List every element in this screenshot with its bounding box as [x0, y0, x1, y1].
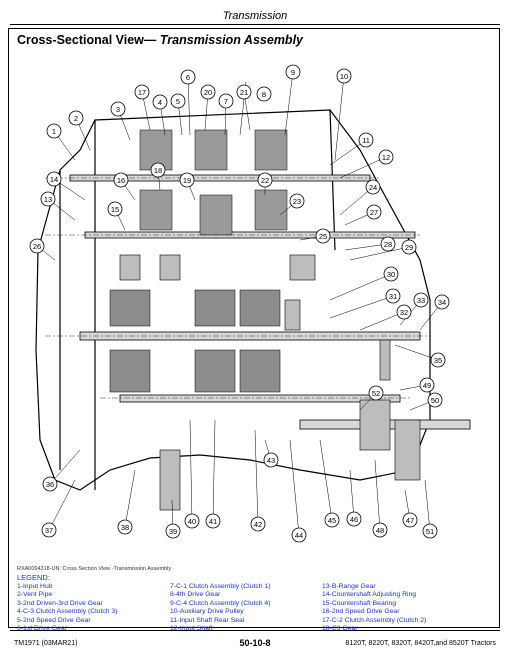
- callout-9: 9: [291, 68, 295, 77]
- callout-26: 26: [33, 242, 41, 251]
- callout-2: 2: [74, 114, 78, 123]
- callout-19: 19: [183, 176, 191, 185]
- legend-item: 1-Input Hub: [17, 583, 53, 590]
- callout-41: 41: [209, 517, 217, 526]
- callout-7: 7: [224, 97, 228, 106]
- legend-column-3: 13-B-Range Gear 14-Countershaft Adjustin…: [322, 583, 426, 633]
- legend-item: 12-Input Shaft: [170, 625, 213, 633]
- callout-numbers: 1 2 3 4 5 6 7 8 9 10 11 12 13 14 15 16 1…: [33, 68, 446, 540]
- callout-50: 50: [431, 396, 439, 405]
- callout-12: 12: [382, 153, 390, 162]
- legend-item: 8-4th Drive Gear: [170, 591, 221, 599]
- footer-models: 8120T, 8220T, 8320T, 8420T,and 8520T Tra…: [345, 640, 496, 647]
- footer-rule: [10, 630, 500, 631]
- callout-52: 52: [372, 389, 380, 398]
- callout-44: 44: [295, 531, 303, 540]
- footer-doc-id: TM1971 (03MAR21): [14, 640, 78, 647]
- callout-39: 39: [169, 527, 177, 536]
- callout-3: 3: [116, 105, 120, 114]
- legend-item: 16-2nd Speed Drive Gear: [322, 608, 400, 616]
- callout-49: 49: [423, 381, 431, 390]
- callout-24: 24: [369, 183, 377, 192]
- callout-16: 16: [117, 176, 125, 185]
- legend-item: 3-2nd Driven-3rd Drive Gear: [17, 599, 103, 607]
- legend-column-2: 7-C-1 Clutch Assembly (Clutch 1) 8-4th D…: [170, 583, 270, 633]
- callout-47: 47: [406, 516, 414, 525]
- callout-8: 8: [262, 90, 266, 99]
- callout-45: 45: [328, 516, 336, 525]
- callout-13: 13: [44, 195, 52, 204]
- callout-34: 34: [438, 298, 446, 307]
- legend-item: 6-1st Drive Gear: [17, 625, 67, 633]
- callout-36: 36: [46, 480, 54, 489]
- callout-48: 48: [376, 526, 384, 535]
- callout-25: 25: [319, 232, 327, 241]
- legend-item: 10-Auxiliary Drive Pulley: [170, 608, 244, 616]
- legend-item: 7-C-1 Clutch Assembly (Clutch 1): [170, 583, 271, 590]
- callout-38: 38: [121, 523, 129, 532]
- callout-42: 42: [254, 520, 262, 529]
- section-title-italic: Transmission Assembly: [159, 33, 303, 47]
- callout-20: 20: [204, 88, 212, 97]
- legend-column-1: 1-Input Hub 2-Vent Pipe 3-2nd Driven-3rd…: [17, 583, 117, 633]
- callout-37: 37: [45, 526, 53, 535]
- legend-item: 14-Countershaft Adjusting Ring: [322, 591, 417, 599]
- centerlines: [45, 177, 430, 399]
- callout-14: 14: [50, 175, 58, 184]
- callout-35: 35: [434, 356, 442, 365]
- callout-51: 51: [426, 527, 434, 536]
- callout-5: 5: [176, 97, 180, 106]
- legend-item: 4-C-3 Clutch Assembly (Clutch 3): [17, 608, 118, 616]
- figure-frame: [8, 28, 500, 628]
- section-title: Cross-Sectional View— Transmission Assem…: [17, 33, 303, 47]
- callout-22: 22: [261, 176, 269, 185]
- callout-6: 6: [186, 73, 190, 82]
- callout-1: 1: [52, 127, 56, 136]
- legend-item: 13-B-Range Gear: [322, 583, 376, 590]
- callout-46: 46: [350, 515, 358, 524]
- callout-18: 18: [154, 166, 162, 175]
- callout-33: 33: [417, 296, 425, 305]
- callout-4: 4: [158, 98, 162, 107]
- clutch-packs: [109, 129, 288, 393]
- legend-heading: LEGEND:: [17, 573, 50, 582]
- callout-43: 43: [267, 456, 275, 465]
- legend-item: 11-Input Shaft Rear Seal: [170, 616, 245, 624]
- callout-30: 30: [387, 270, 395, 279]
- callout-32: 32: [400, 308, 408, 317]
- callout-29: 29: [405, 243, 413, 252]
- page-header-title: Transmission: [222, 10, 288, 22]
- callout-11: 11: [362, 136, 370, 145]
- legend-item: 17-C-2 Clutch Assembly (Clutch 2): [322, 616, 427, 624]
- legend-item: 15-Countershaft Bearing: [322, 599, 397, 607]
- callout-27: 27: [370, 208, 378, 217]
- legend-item: 2-Vent Pipe: [17, 591, 53, 599]
- callout-15: 15: [111, 205, 119, 214]
- callout-17: 17: [138, 88, 146, 97]
- legend-item: 18-C3 Gear: [322, 625, 358, 633]
- footer-page-number: 50-10-8: [239, 638, 271, 648]
- legend-item: 5-2nd Speed Drive Gear: [17, 616, 91, 624]
- callout-bubbles: [29, 64, 450, 543]
- header-rule: [10, 24, 500, 25]
- callout-31: 31: [389, 292, 397, 301]
- leader-lines: [36, 71, 443, 536]
- section-title-plain: Cross-Sectional View—: [17, 33, 160, 47]
- callout-10: 10: [340, 72, 348, 81]
- figure-caption: RXA0094318-UN: Cross Section View -Trans…: [17, 566, 172, 572]
- callout-28: 28: [384, 240, 392, 249]
- callout-40: 40: [188, 517, 196, 526]
- callout-21: 21: [240, 88, 248, 97]
- legend-item: 9-C-4 Clutch Assembly (Clutch 4): [170, 599, 271, 607]
- callout-23: 23: [293, 197, 301, 206]
- gears: [119, 254, 421, 511]
